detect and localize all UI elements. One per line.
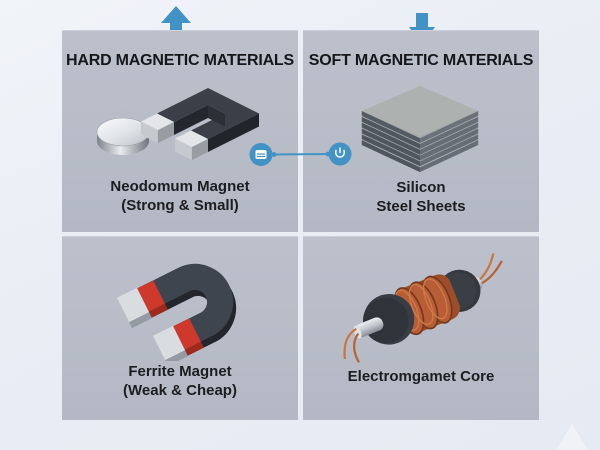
neodymium-magnet-illustration [96, 88, 259, 161]
soft-caption-line2: Steel Sheets [376, 198, 466, 215]
ferrite-caption: Ferrite Magnet (Weak & Cheap) [62, 362, 298, 400]
hard-caption-line1: Neodomum Magnet [110, 178, 250, 195]
down-arrow-icon [409, 13, 435, 45]
silicon-steel-sheets-illustration [361, 85, 479, 173]
panel-soft-magnetic-materials: SOFT MAGNETIC MATERIALS [303, 30, 539, 232]
center-connector [249, 142, 352, 166]
hard-caption-line2: (Strong & Small) [121, 197, 239, 214]
hard-caption: Neodomum Magnet (Strong & Small) [62, 177, 298, 215]
electromagnet-caption-line1: Electromgamet Core [347, 368, 495, 385]
soft-caption-line1: Silicon [396, 179, 446, 196]
soft-panel-title: SOFT MAGNETIC MATERIALS [308, 52, 534, 69]
card-magnet-icon [249, 143, 273, 166]
panel-ferrite-magnet: Ferrite Magnet (Weak & Cheap) [62, 236, 298, 420]
ferrite-caption-line2: (Weak & Cheap) [123, 382, 237, 399]
electromagnet-coil-illustration [343, 253, 503, 363]
hard-panel-title: HARD MAGNETIC MATERIALS [66, 52, 294, 69]
ferrite-horseshoe-magnet-illustration [116, 263, 237, 361]
panel-electromagnet-core: Electromgamet Core [303, 236, 539, 420]
panel-hard-magnetic-materials: HARD MAGNETIC MATERIALS [62, 30, 298, 232]
power-u-icon [328, 142, 352, 166]
watermark-triangle [556, 424, 588, 450]
electromagnet-caption: Electromgamet Core [303, 367, 539, 386]
soft-caption: Silicon Steel Sheets [303, 178, 539, 216]
ferrite-caption-line1: Ferrite Magnet [128, 363, 232, 380]
up-arrow-icon [161, 6, 191, 42]
